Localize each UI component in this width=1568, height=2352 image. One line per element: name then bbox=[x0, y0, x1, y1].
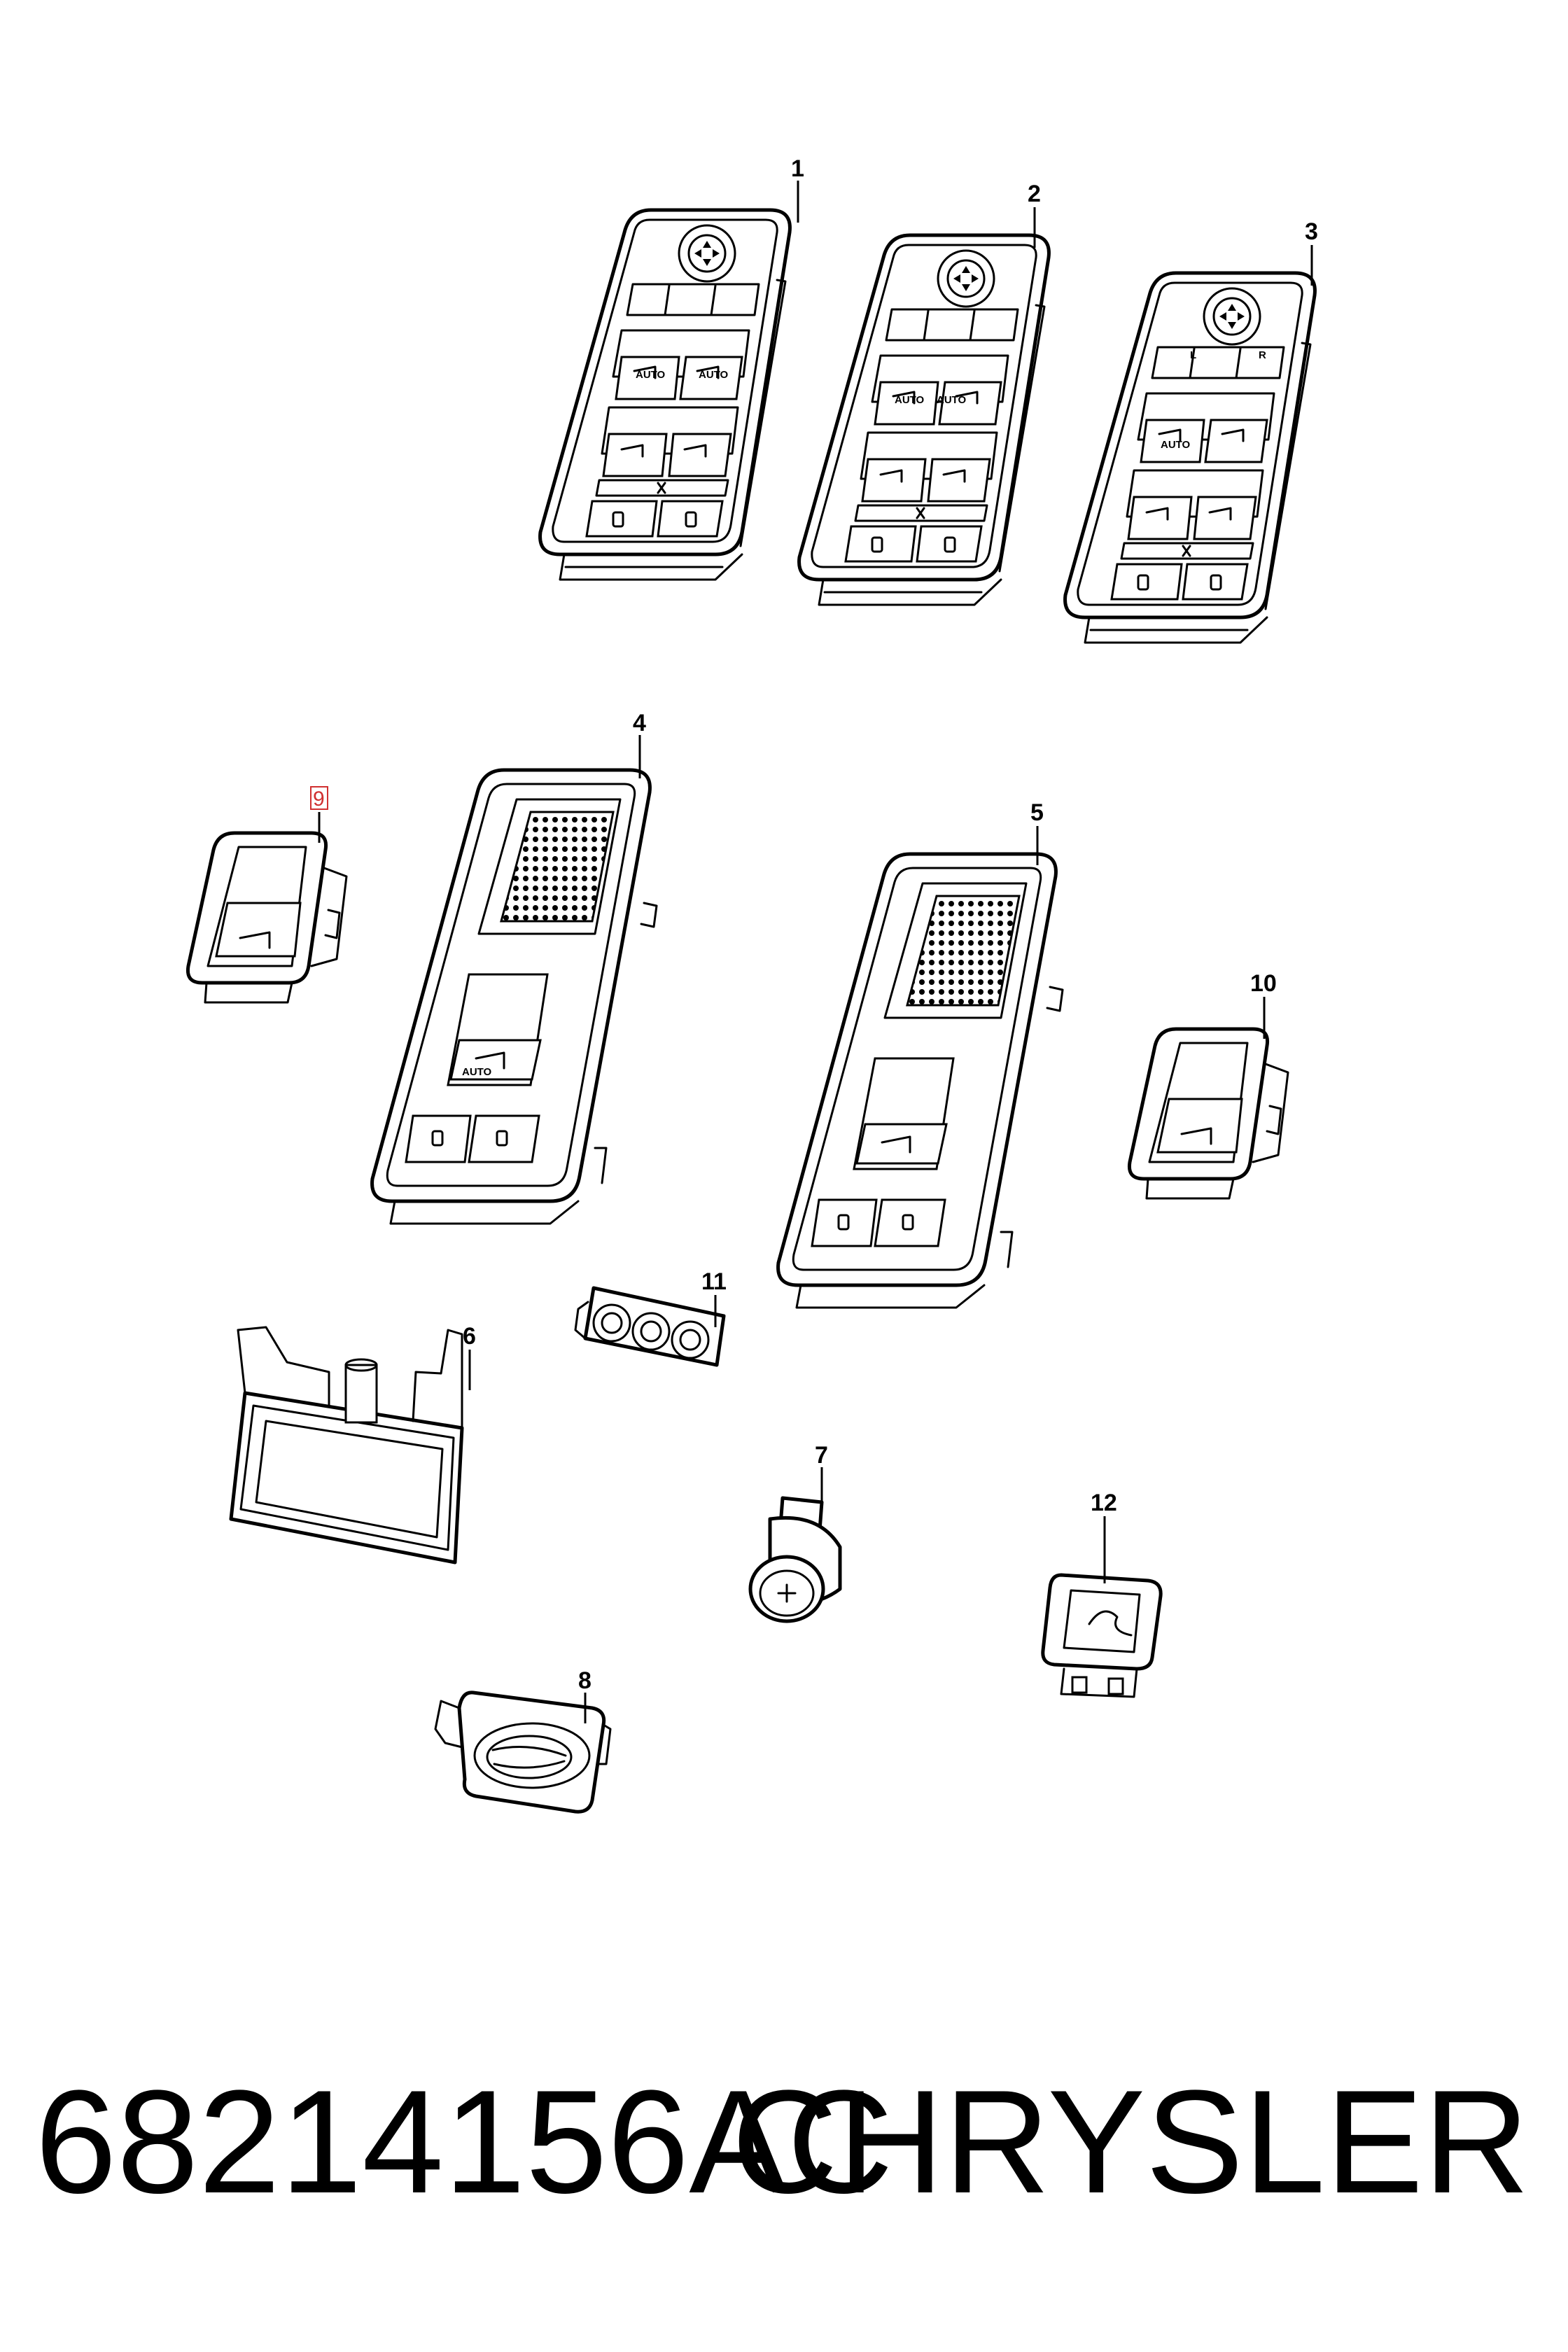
brand-name: CHRYSLER bbox=[732, 2059, 1530, 2224]
part-1-master-window-switch bbox=[540, 210, 790, 580]
auto-label-4: AUTO bbox=[462, 1066, 492, 1078]
auto-label-3: AUTO bbox=[1161, 439, 1191, 451]
part-10-single-window-switch bbox=[1129, 1029, 1288, 1198]
part-3-master-window-switch bbox=[1065, 273, 1315, 643]
leader-lines bbox=[318, 181, 1313, 1723]
callout-4: 4 bbox=[633, 710, 646, 736]
callout-1: 1 bbox=[791, 155, 804, 182]
part-5-passenger-switch-bezel bbox=[778, 854, 1063, 1308]
part-4-passenger-switch-bezel bbox=[372, 770, 657, 1224]
mirror-left-label: L bbox=[1190, 349, 1196, 361]
callout-9-highlight-box bbox=[310, 786, 328, 810]
part-12-square-switch bbox=[1041, 1573, 1163, 1698]
callout-9: 9 bbox=[313, 788, 325, 811]
callout-6: 6 bbox=[463, 1323, 476, 1350]
part-9-single-window-switch bbox=[188, 833, 346, 1002]
mirror-right-label: R bbox=[1259, 349, 1266, 361]
auto-label-2b: AUTO bbox=[937, 394, 967, 406]
caption-bar: 68214156AC CHRYSLER bbox=[0, 2051, 1568, 2233]
callout-2: 2 bbox=[1028, 181, 1041, 207]
part-11-triple-switch bbox=[574, 1286, 726, 1367]
auto-label-1b: AUTO bbox=[699, 369, 729, 381]
part-6-display-module bbox=[229, 1326, 464, 1564]
part-7-round-knob-switch bbox=[748, 1496, 842, 1623]
callout-5: 5 bbox=[1030, 799, 1044, 826]
auto-label-2a: AUTO bbox=[895, 394, 925, 406]
callout-11: 11 bbox=[701, 1268, 727, 1295]
callout-7: 7 bbox=[815, 1442, 828, 1469]
callout-12: 12 bbox=[1091, 1490, 1117, 1516]
part-number: 68214156AC bbox=[35, 2059, 894, 2224]
auto-label-1a: AUTO bbox=[636, 369, 666, 381]
callout-8: 8 bbox=[578, 1667, 592, 1694]
callout-3: 3 bbox=[1305, 218, 1318, 245]
callout-10: 10 bbox=[1250, 970, 1277, 997]
part-2-master-window-switch bbox=[799, 235, 1049, 605]
part-8-oval-switch bbox=[434, 1690, 612, 1814]
